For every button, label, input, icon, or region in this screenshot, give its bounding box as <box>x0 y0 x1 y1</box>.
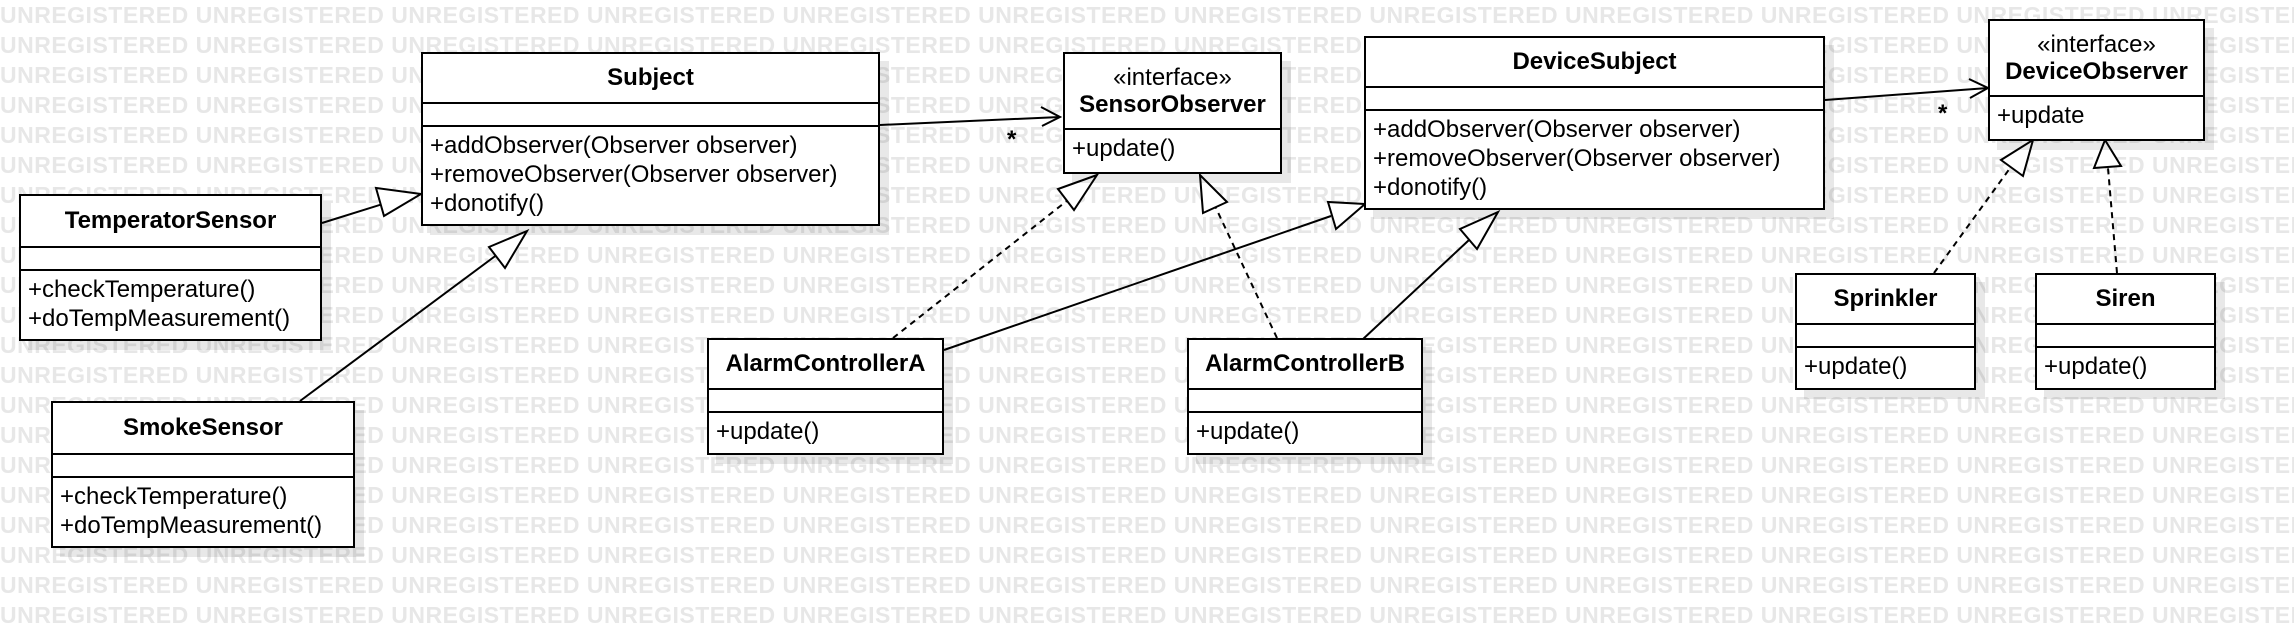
operation: +removeObserver(Observer observer) <box>430 161 838 188</box>
class-header: «interface» SensorObserver <box>1065 54 1280 130</box>
class-name: Sprinkler <box>1833 285 1938 312</box>
class-header: SmokeSensor <box>53 403 353 455</box>
class-alarm-controller-b[interactable]: AlarmControllerB +update() <box>1187 338 1423 455</box>
class-temperator-sensor[interactable]: TemperatorSensor +checkTemperature() +do… <box>19 194 322 341</box>
association-line-devicesubject-deviceobserver <box>1824 87 1989 101</box>
class-operations-compartment: +addObserver(Observer observer) +removeO… <box>1366 111 1823 206</box>
generalization-line-temperatorsensor-subject <box>321 202 387 224</box>
class-subject[interactable]: Subject +addObserver(Observer observer) … <box>421 52 880 226</box>
realization-line-alarmcontrollerb-sensorobserver <box>1214 205 1278 339</box>
class-name: Siren <box>2095 285 2156 312</box>
class-siren[interactable]: Siren +update() <box>2035 273 2216 390</box>
operation: +removeObserver(Observer observer) <box>1373 145 1781 172</box>
operation: +addObserver(Observer observer) <box>430 132 798 159</box>
class-operations-compartment: +checkTemperature() +doTempMeasurement() <box>21 271 320 337</box>
operation: +update() <box>1804 353 1908 380</box>
class-operations-compartment: +update() <box>2037 348 2214 385</box>
multiplicity-label: * <box>1007 126 1017 153</box>
realization-line-alarmcontrollera-sensorobserver <box>892 199 1069 339</box>
generalization-line-alarmcontrollerb-devicesubject <box>1361 239 1470 341</box>
class-operations-compartment: +update() <box>1065 130 1280 167</box>
class-operations-compartment: +update <box>1990 97 2203 134</box>
operation: +doTempMeasurement() <box>60 512 323 539</box>
operation: +update() <box>1196 418 1300 445</box>
class-name: DeviceObserver <box>2005 57 2188 85</box>
class-attributes-compartment <box>2037 325 2214 348</box>
operation: +checkTemperature() <box>60 483 288 510</box>
class-header: DeviceSubject <box>1366 38 1823 88</box>
class-attributes-compartment <box>1189 390 1421 413</box>
class-operations-compartment: +addObserver(Observer observer) +removeO… <box>423 127 878 222</box>
class-name: DeviceSubject <box>1512 48 1677 75</box>
class-attributes-compartment <box>1366 88 1823 111</box>
association-arrowhead <box>1040 106 1063 127</box>
class-name: AlarmControllerA <box>725 350 926 377</box>
generalization-arrowhead <box>1458 209 1501 251</box>
class-header: AlarmControllerB <box>1189 340 1421 390</box>
class-attributes-compartment <box>709 390 942 413</box>
operation: +checkTemperature() <box>28 276 256 303</box>
class-smoke-sensor[interactable]: SmokeSensor +checkTemperature() +doTempM… <box>51 401 355 548</box>
class-name: AlarmControllerB <box>1204 350 1406 377</box>
class-header: Sprinkler <box>1797 275 1974 325</box>
generalization-arrowhead <box>1326 200 1368 231</box>
operation: +donotify() <box>430 190 545 217</box>
realization-arrowhead <box>1999 137 2035 178</box>
class-device-observer[interactable]: «interface» DeviceObserver +update <box>1988 19 2205 141</box>
realization-arrowhead <box>2092 137 2123 170</box>
class-header: Siren <box>2037 275 2214 325</box>
operation: +update() <box>1072 135 1176 162</box>
operation: +update() <box>716 418 820 445</box>
operation: +update() <box>2044 353 2148 380</box>
class-device-subject[interactable]: DeviceSubject +addObserver(Observer obse… <box>1364 36 1825 210</box>
class-operations-compartment: +update() <box>1797 348 1974 385</box>
generalization-arrowhead <box>487 228 530 270</box>
class-header: TemperatorSensor <box>21 196 320 248</box>
class-name: TemperatorSensor <box>64 207 277 234</box>
class-header: «interface» DeviceObserver <box>1990 21 2203 97</box>
class-attributes-compartment <box>423 104 878 127</box>
generalization-line-alarmcontrollera-devicesubject <box>943 215 1332 351</box>
class-stereotype: «interface» <box>2037 30 2156 58</box>
class-operations-compartment: +update() <box>709 413 942 450</box>
generalization-line-smokesensor-subject <box>299 253 499 402</box>
class-name: SensorObserver <box>1079 90 1266 118</box>
operation: +addObserver(Observer observer) <box>1373 116 1741 143</box>
realization-arrowhead <box>1198 172 1229 215</box>
class-header: Subject <box>423 54 878 104</box>
class-attributes-compartment <box>53 455 353 478</box>
class-stereotype: «interface» <box>1113 63 1232 91</box>
class-sensor-observer[interactable]: «interface» SensorObserver +update() <box>1063 52 1282 174</box>
operation: +doTempMeasurement() <box>28 305 291 332</box>
class-name: Subject <box>607 64 694 91</box>
class-operations-compartment: +update() <box>1189 413 1421 450</box>
association-line-subject-sensorobserver <box>879 116 1061 126</box>
class-name: SmokeSensor <box>122 414 284 441</box>
class-alarm-controller-a[interactable]: AlarmControllerA +update() <box>707 338 944 455</box>
class-operations-compartment: +checkTemperature() +doTempMeasurement() <box>53 478 353 544</box>
class-attributes-compartment <box>21 248 320 271</box>
realization-line-sprinkler-deviceobserver <box>1933 163 2014 274</box>
realization-line-siren-deviceobserver <box>2107 167 2118 274</box>
class-attributes-compartment <box>1797 325 1974 348</box>
multiplicity-label: * <box>1938 100 1948 127</box>
class-sprinkler[interactable]: Sprinkler +update() <box>1795 273 1976 390</box>
operation: +donotify() <box>1373 174 1488 201</box>
class-header: AlarmControllerA <box>709 340 942 390</box>
realization-arrowhead <box>1056 173 1100 212</box>
operation: +update <box>1997 102 2085 129</box>
generalization-arrowhead <box>374 186 424 218</box>
